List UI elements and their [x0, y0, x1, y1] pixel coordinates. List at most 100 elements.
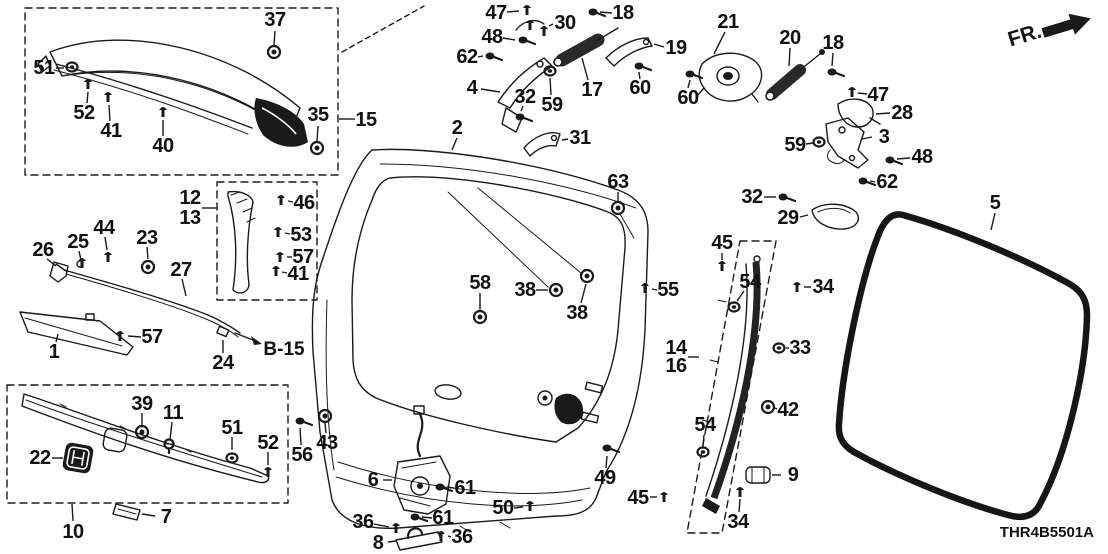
part-label-24[interactable]: 24 [212, 352, 234, 374]
reference-arrow [235, 333, 262, 345]
leader-line-38 [580, 283, 587, 304]
part-label-57[interactable]: 57 [141, 326, 163, 348]
part-label-13[interactable]: 13 [179, 207, 201, 229]
part-label-35[interactable]: 35 [307, 104, 329, 126]
detail-boxes [7, 6, 776, 533]
part-label-56[interactable]: 56 [291, 444, 313, 466]
part-label-10[interactable]: 10 [62, 521, 84, 543]
part-label-48[interactable]: 48 [481, 26, 503, 48]
leader-line-52 [86, 91, 89, 104]
part-label-54[interactable]: 54 [694, 414, 716, 436]
part-label-38[interactable]: 38 [566, 302, 588, 324]
part-label-25[interactable]: 25 [67, 231, 89, 253]
part-label-22[interactable]: 22 [29, 447, 51, 469]
part-label-38[interactable]: 38 [514, 279, 536, 301]
leader-line-34 [738, 498, 741, 513]
part-label-48[interactable]: 48 [911, 146, 933, 168]
part-label-19[interactable]: 19 [665, 37, 687, 59]
part-label-54[interactable]: 54 [739, 271, 761, 293]
part-label-26[interactable]: 26 [32, 239, 54, 261]
part-label-52[interactable]: 52 [73, 102, 95, 124]
part-label-41[interactable]: 41 [287, 263, 309, 285]
part-label-18[interactable]: 18 [612, 2, 634, 24]
part-label-36[interactable]: 36 [451, 526, 473, 548]
part-label-18[interactable]: 18 [822, 32, 844, 54]
part-label-2[interactable]: 2 [451, 117, 463, 139]
part-label-5[interactable]: 5 [989, 192, 1001, 214]
part-label-34[interactable]: 34 [727, 511, 749, 533]
part-label-11[interactable]: 11 [162, 402, 184, 424]
part-label-32[interactable]: 32 [514, 86, 536, 108]
part-label-15[interactable]: 15 [355, 109, 377, 131]
part-label-43[interactable]: 43 [316, 432, 338, 454]
part-label-44[interactable]: 44 [93, 217, 115, 239]
part-label-53[interactable]: 53 [290, 224, 312, 246]
part-label-59[interactable]: 59 [784, 134, 806, 156]
part-label-32[interactable]: 32 [741, 186, 763, 208]
leader-line-19 [653, 43, 665, 48]
striker-drawing [396, 528, 442, 550]
part-label-3[interactable]: 3 [878, 126, 890, 148]
part-label-45[interactable]: 45 [627, 487, 649, 509]
part-label-51[interactable]: 51 [221, 417, 243, 439]
leader-line-48 [502, 37, 516, 41]
reference-link-b15[interactable]: B-15 [263, 339, 305, 360]
part-label-9[interactable]: 9 [787, 464, 799, 486]
part-label-1[interactable]: 1 [48, 341, 60, 363]
part-label-41[interactable]: 41 [100, 120, 122, 142]
part-label-60[interactable]: 60 [677, 87, 699, 109]
part-label-27[interactable]: 27 [170, 259, 192, 281]
part-label-49[interactable]: 49 [594, 467, 616, 489]
part-label-4[interactable]: 4 [466, 77, 478, 99]
part-label-57[interactable]: 57 [292, 246, 314, 268]
part-label-37[interactable]: 37 [264, 9, 286, 31]
part-label-47[interactable]: 47 [485, 2, 507, 24]
part-label-40[interactable]: 40 [152, 135, 174, 157]
part-label-58[interactable]: 58 [469, 272, 491, 294]
leader-line-57 [127, 335, 142, 338]
leader-line-60 [687, 79, 691, 89]
part-label-60[interactable]: 60 [629, 77, 651, 99]
part-label-46[interactable]: 46 [293, 192, 315, 214]
part-label-14[interactable]: 14 [665, 337, 687, 359]
leader-line-25 [78, 250, 82, 261]
part-label-45[interactable]: 45 [711, 232, 733, 254]
part-label-39[interactable]: 39 [131, 393, 153, 415]
part-label-50[interactable]: 50 [492, 497, 514, 519]
part-label-20[interactable]: 20 [779, 27, 801, 49]
part-label-33[interactable]: 33 [789, 337, 811, 359]
part-label-8[interactable]: 8 [372, 532, 384, 554]
part-label-30[interactable]: 30 [554, 12, 576, 34]
side-stay-garnish-drawing [702, 256, 760, 514]
part-label-55[interactable]: 55 [657, 279, 679, 301]
part-label-47[interactable]: 47 [867, 84, 889, 106]
part-label-34[interactable]: 34 [812, 276, 834, 298]
part-label-62[interactable]: 62 [456, 46, 478, 68]
part-label-17[interactable]: 17 [581, 79, 603, 101]
part-label-31[interactable]: 31 [569, 127, 591, 149]
gas-stay-right-drawing [766, 49, 825, 100]
part-label-21[interactable]: 21 [717, 11, 739, 33]
hinge-right-drawing [826, 118, 868, 168]
part-label-42[interactable]: 42 [777, 399, 799, 421]
part-label-52[interactable]: 52 [257, 432, 279, 454]
part-label-61[interactable]: 61 [432, 507, 454, 529]
part-label-51[interactable]: 51 [33, 57, 55, 79]
part-label-61[interactable]: 61 [454, 477, 476, 499]
part-label-7[interactable]: 7 [160, 506, 172, 528]
part-label-28[interactable]: 28 [891, 102, 913, 124]
part-label-12[interactable]: 12 [179, 187, 201, 209]
part-label-62[interactable]: 62 [876, 171, 898, 193]
leader-line-53 [284, 232, 291, 235]
stay-bracket-19-drawing [606, 38, 652, 66]
part-label-16[interactable]: 16 [665, 355, 687, 377]
part-label-36[interactable]: 36 [352, 511, 374, 533]
part-label-23[interactable]: 23 [136, 227, 158, 249]
part-label-6[interactable]: 6 [367, 469, 379, 491]
part-label-59[interactable]: 59 [541, 94, 563, 116]
part-label-29[interactable]: 29 [777, 207, 799, 229]
part-label-63[interactable]: 63 [607, 171, 629, 193]
tailgate-panel-drawing [312, 149, 648, 531]
